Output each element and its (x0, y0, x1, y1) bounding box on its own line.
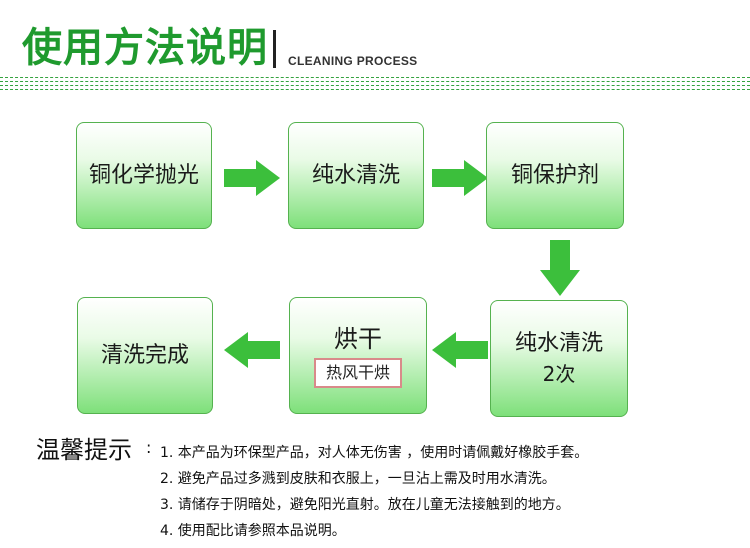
page-title: 使用方法说明 (22, 25, 268, 71)
tip-item: 1. 本产品为环保型产品，对人体无伤害 ，使用时请佩戴好橡胶手套。 (160, 445, 589, 461)
tip-item: 2. 避免产品过多溅到皮肤和衣服上，一旦沾上需及时用水清洗。 (160, 471, 556, 487)
step-dry-label: 烘干 (334, 324, 382, 353)
step-pure-water-rinse-label: 纯水清洗 (311, 162, 400, 188)
arrow-right-icon (432, 160, 488, 196)
header-rule-2 (0, 81, 750, 82)
arrow-right-icon (224, 160, 280, 196)
header-rule-1 (0, 77, 750, 78)
page-subtitle: CLEANING PROCESS (288, 54, 418, 68)
step-pure-water-rinse-twice-label: 纯水清洗 (514, 330, 603, 356)
header-rule-3 (0, 85, 750, 86)
step-pure-water-rinse: 纯水清洗 (288, 122, 424, 229)
tips-colon: : (146, 438, 152, 457)
step-pure-water-rinse-twice-count: 2次 (542, 361, 576, 386)
step-dry: 烘干 热风干烘 (289, 297, 427, 414)
step-dry-method-tag: 热风干烘 (313, 357, 402, 388)
step-cleaning-complete-label: 清洗完成 (100, 342, 189, 368)
step-copper-polish: 铜化学抛光 (76, 122, 212, 229)
step-cleaning-complete: 清洗完成 (77, 297, 213, 414)
step-pure-water-rinse-twice: 纯水清洗 2次 (490, 300, 628, 417)
step-copper-polish-label: 铜化学抛光 (88, 162, 199, 188)
arrow-left-icon (432, 332, 488, 368)
arrow-left-icon (224, 332, 280, 368)
step-copper-protectant-label: 铜保护剂 (510, 162, 599, 188)
tip-item: 3. 请储存于阴暗处，避免阳光直射。放在儿童无法接触到的地方。 (160, 497, 570, 513)
header-rule-4 (0, 89, 750, 90)
step-copper-protectant: 铜保护剂 (486, 122, 624, 229)
title-divider (273, 30, 276, 68)
arrow-down-icon (540, 240, 580, 296)
tips-title: 温馨提示 (36, 436, 132, 464)
tip-item: 4. 使用配比请参照本品说明。 (160, 523, 346, 539)
